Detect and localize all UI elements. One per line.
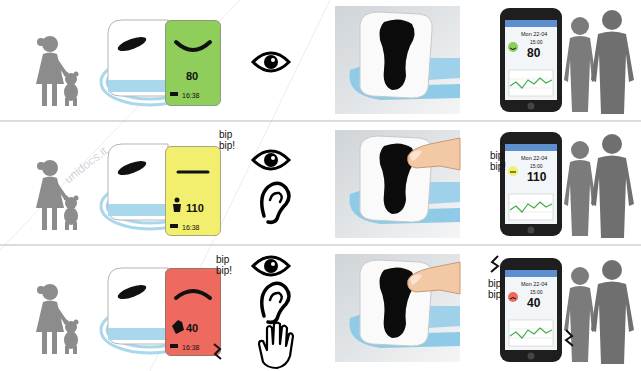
alarm-sound: bip bip!	[490, 150, 514, 172]
reading-value: 110	[527, 171, 546, 183]
vibration-mark	[214, 344, 221, 359]
screen-text: 16:38	[182, 92, 200, 99]
watch-screen: 80 16:38	[165, 20, 221, 106]
smartphone	[500, 8, 562, 112]
smartphone	[500, 258, 562, 362]
watermark-line	[150, 0, 330, 371]
screen-text: Mon 22-04	[521, 282, 547, 288]
parents-silhouette	[564, 134, 634, 238]
finger	[408, 138, 460, 170]
watermark-line	[0, 0, 240, 250]
person-icon	[173, 204, 181, 212]
vibration-mark	[491, 256, 498, 272]
watch-screen: 40 16:38	[165, 268, 221, 356]
status-face	[510, 172, 516, 173]
device-closeup	[335, 254, 460, 362]
ear-icon	[262, 283, 289, 322]
status-face	[508, 166, 518, 176]
smartphone	[500, 132, 562, 236]
neutral-face	[178, 171, 208, 174]
screen-text: 16:38	[182, 224, 200, 231]
alarm-sound: bip bip!	[219, 129, 243, 151]
alarm-sound: bip bip!	[216, 254, 240, 276]
watermark: unidocs.it	[62, 121, 141, 187]
child-silhouette	[36, 36, 79, 106]
battery-icon	[170, 344, 178, 348]
parents-silhouette	[564, 10, 634, 114]
screen-text: 15:00	[530, 290, 543, 295]
device-closeup	[335, 6, 460, 114]
reading-value: 40	[527, 297, 540, 309]
screen-text: Mon 22-04	[521, 156, 547, 162]
status-face	[510, 48, 516, 50]
eye-icon	[253, 257, 289, 275]
hand-icon	[172, 320, 184, 334]
eye-icon	[253, 151, 289, 169]
status-face	[508, 42, 518, 52]
parents-silhouette	[564, 260, 634, 364]
screen-text: 16:38	[182, 344, 200, 351]
phone-screen: Mon 22-04 15:00 80	[505, 20, 557, 100]
hand-icon	[259, 323, 293, 369]
row-divider	[0, 245, 641, 246]
phone-screen: Mon 22-04 15:00 40	[505, 270, 557, 350]
row-divider	[0, 121, 641, 122]
status-face	[508, 292, 518, 302]
reading-value: 80	[186, 71, 198, 82]
phone-screen: Mon 22-04 15:00 110	[505, 144, 557, 224]
screen-text: Mon 22-04	[521, 32, 547, 38]
person-icon	[175, 198, 180, 203]
device-closeup	[335, 130, 460, 238]
alarm-sound: bip bip!	[488, 278, 512, 300]
reading-value: 110	[186, 203, 204, 214]
sad-face	[176, 291, 210, 298]
smile-face	[176, 42, 210, 50]
reading-value: 80	[527, 47, 540, 59]
watch-screen: 110 16:38	[165, 146, 221, 236]
finger	[408, 262, 460, 294]
battery-icon	[170, 92, 178, 96]
ear-icon	[262, 183, 289, 222]
reading-value: 40	[186, 323, 198, 334]
status-face	[510, 298, 516, 300]
child-silhouette	[36, 284, 79, 354]
eye-icon	[253, 53, 289, 71]
screen-text: 15:00	[530, 164, 543, 169]
screen-text: 15:00	[530, 40, 543, 45]
battery-icon	[170, 224, 178, 228]
vibration-mark	[566, 330, 573, 346]
